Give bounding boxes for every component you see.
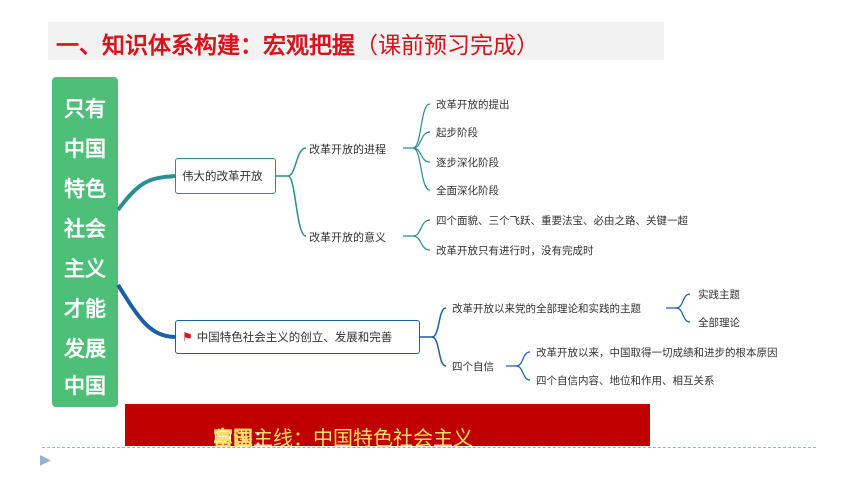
theme-line: 才能 <box>64 297 106 321</box>
banner-part3: 中国： <box>213 426 273 450</box>
connector-theme <box>420 307 447 338</box>
connector-item <box>403 219 431 237</box>
flag-icon: ⚑ <box>182 330 193 344</box>
connector-item <box>675 307 691 323</box>
connector-meaning <box>287 175 307 237</box>
theme-node: 改革开放以来党的全部理论和实践的主题 <box>452 303 641 315</box>
confidence-node: 四个自信 <box>452 361 494 373</box>
meaning-item: 改革开放只有进行时，没有完成时 <box>436 245 594 257</box>
connector-branch1 <box>116 174 176 212</box>
connector-process <box>276 147 307 177</box>
process-item: 逐步深化阶段 <box>436 157 499 169</box>
branch1-node: 伟大的改革开放 <box>175 158 276 194</box>
title-bar <box>48 22 664 60</box>
theme-box <box>52 77 118 407</box>
title-sub: （课前预习完成） <box>355 33 539 59</box>
confidence-item: 四个自信内容、地位和作用、相互关系 <box>536 375 715 387</box>
theme-line: 只有 <box>64 97 106 121</box>
process-node: 改革开放的进程 <box>309 143 386 156</box>
theme-item: 全部理论 <box>698 317 740 329</box>
connector-item <box>506 351 531 367</box>
confidence-item: 改革开放以来，中国取得一切成绩和进步的根本原因 <box>536 347 778 359</box>
process-item: 全面深化阶段 <box>436 185 499 197</box>
branch1-label: 伟大的改革开放 <box>182 169 263 183</box>
banner-part1: 本课主线：中国特色社会主义 <box>213 426 473 450</box>
connector-confidence <box>431 336 447 367</box>
branch2-label: 中国特色社会主义的创立、发展和完善 <box>196 330 393 344</box>
connector-item <box>412 235 431 251</box>
connector-item <box>403 103 431 149</box>
theme-item: 实践主题 <box>698 289 740 301</box>
theme-line: 主义 <box>64 257 106 281</box>
connector-branch2 <box>116 283 176 339</box>
theme-line: 中国 <box>64 374 106 398</box>
connector-item <box>412 147 431 191</box>
title-main: 一、知识体系构建：宏观把握 <box>56 33 355 59</box>
divider <box>42 447 816 448</box>
main-line-banner: 本课主线：中国特色社会主义与中国：富国 <box>125 404 650 450</box>
banner-part2: 与 <box>213 426 233 450</box>
theme-line: 发展 <box>64 337 106 361</box>
theme-line: 特色 <box>64 177 106 201</box>
meaning-node: 改革开放的意义 <box>309 231 386 244</box>
process-item: 起步阶段 <box>436 127 478 139</box>
connector-item <box>666 293 691 309</box>
connector-item <box>515 365 531 381</box>
play-arrow-icon[interactable]: ▶ <box>40 452 51 468</box>
branch2-node: ⚑中国特色社会主义的创立、发展和完善 <box>175 320 420 354</box>
theme-line: 社会 <box>64 217 106 241</box>
connector-item <box>412 131 431 149</box>
banner-part4: 富国 <box>213 426 253 450</box>
theme-line: 中国 <box>64 137 106 161</box>
page-title: 一、知识体系构建：宏观把握（课前预习完成） <box>56 26 539 60</box>
meaning-item: 四个面貌、三个飞跃、重要法宝、必由之路、关键一超 <box>436 215 688 227</box>
process-item: 改革开放的提出 <box>436 99 510 111</box>
